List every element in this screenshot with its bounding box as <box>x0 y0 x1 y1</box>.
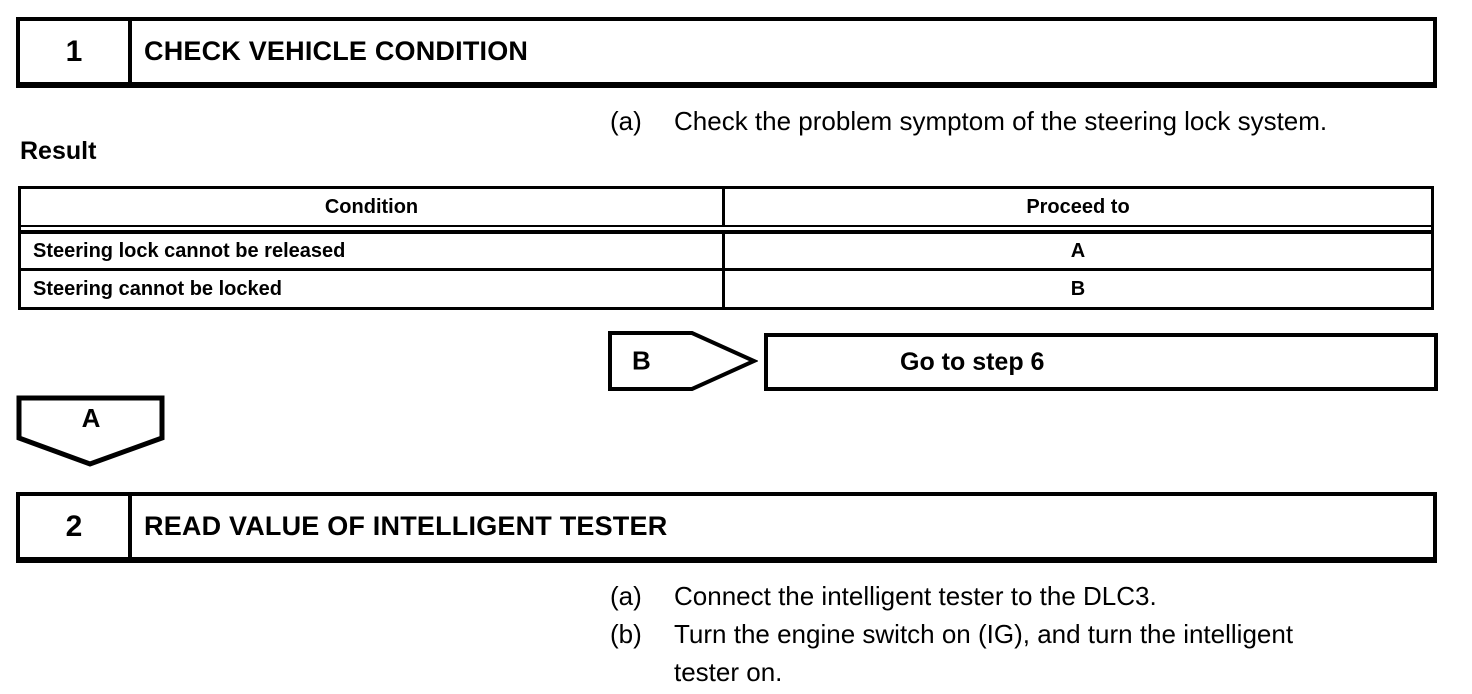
connector-b: B <box>608 331 758 391</box>
connector-a: A <box>16 395 166 468</box>
instruction-marker: (a) <box>610 581 642 611</box>
down-pointer-banner-icon <box>16 395 165 467</box>
instruction-line: tester on. <box>674 657 783 687</box>
header-double-rule <box>21 230 1431 234</box>
step-1-header: 1 CHECK VEHICLE CONDITION <box>16 17 1437 88</box>
instruction-line: Check the problem symptom of the steerin… <box>674 106 1328 136</box>
step-2-header: 2 READ VALUE OF INTELLIGENT TESTER <box>16 492 1437 563</box>
table-header-condition: Condition <box>21 189 725 225</box>
step-2-instructions: (a) Connect the intelligent tester to th… <box>610 577 1293 691</box>
table-row: Steering cannot be locked B <box>21 271 1431 307</box>
step-1-number: 1 <box>20 21 132 82</box>
table-header-row: Condition Proceed to <box>21 189 1431 227</box>
table-row: Steering lock cannot be released A <box>21 234 1431 271</box>
instruction-line: Connect the intelligent tester to the DL… <box>674 581 1157 611</box>
instruction-a: (a) Check the problem symptom of the ste… <box>610 102 1327 140</box>
right-arrow-flag-icon <box>608 331 758 391</box>
step-1-title: CHECK VEHICLE CONDITION <box>144 36 529 66</box>
instruction-marker: (a) <box>610 106 642 136</box>
instruction-b: (b) Turn the engine switch on (IG), and … <box>610 615 1293 691</box>
step-2-title: READ VALUE OF INTELLIGENT TESTER <box>144 511 668 541</box>
condition-cell: Steering cannot be locked <box>21 271 725 307</box>
instruction-line: Turn the engine switch on (IG), and turn… <box>674 619 1294 649</box>
proceed-to-cell: A <box>1070 239 1086 262</box>
step-2-number: 2 <box>20 496 132 557</box>
result-heading: Result <box>20 137 97 165</box>
instruction-a: (a) Connect the intelligent tester to th… <box>610 577 1293 615</box>
go-to-step-box: Go to step 6 <box>764 333 1438 391</box>
connector-b-label: B <box>632 345 651 376</box>
header-double-rule-gap <box>21 227 1431 230</box>
table-header-proceed-to: Proceed to <box>1026 195 1130 218</box>
go-to-step-label: Go to step 6 <box>900 347 1045 376</box>
instruction-marker: (b) <box>610 619 642 649</box>
connector-a-label: A <box>81 403 101 433</box>
proceed-to-cell: B <box>1070 277 1086 300</box>
step-1-instructions: (a) Check the problem symptom of the ste… <box>610 102 1327 140</box>
result-table: Condition Proceed to Steering lock canno… <box>18 186 1434 310</box>
condition-cell: Steering lock cannot be released <box>21 234 725 268</box>
